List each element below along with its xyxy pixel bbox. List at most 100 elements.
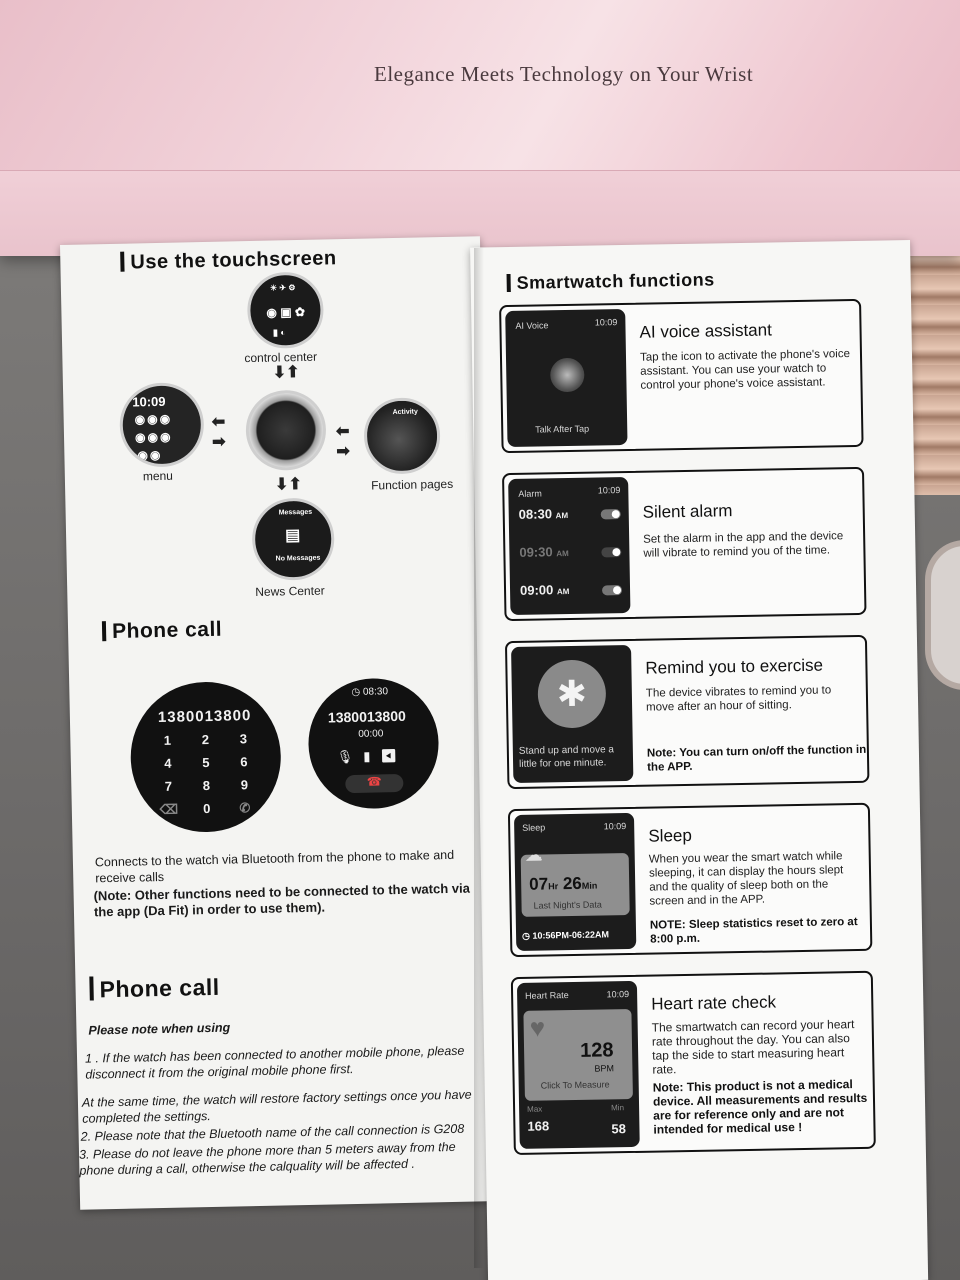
phone-call-heading-2-text: Phone call <box>99 973 220 1003</box>
heading-bar <box>120 251 125 272</box>
phone-call-heading-2: Phone call <box>89 974 220 1004</box>
main-watch-face <box>245 389 327 472</box>
heart-rate-screen-label: Heart Rate <box>525 990 569 1001</box>
sleep-note: NOTE: Sleep statistics reset to zero at … <box>649 916 858 946</box>
heart-rate-screen: Heart Rate 10:09 ♥ 128 BPM Click To Meas… <box>516 980 640 1149</box>
please-note-heading: Please note when using <box>88 1020 231 1038</box>
alarm-screen: Alarm 10:09 08:30 AM 09:30 AM 09:00 AM <box>508 476 631 616</box>
phone-call-heading-1-text: Phone call <box>111 617 223 643</box>
heart-rate-screen-time: 10:09 <box>606 989 630 1000</box>
card-exercise-reminder: ✱ Stand up and move a little for one min… <box>504 634 870 790</box>
dialer-number: 1380013800 <box>157 707 252 727</box>
alarm-2-time: 09:30 AM <box>519 544 569 560</box>
phone-note: (Note: Other functions need to be connec… <box>93 880 471 920</box>
leaflet-left-page: Use the touchscreen ☀ ✈ ⚙ ◉ ▣ ✿ ▮ ◐ cont… <box>60 236 501 1210</box>
key-0: 0 <box>203 800 211 817</box>
smartwatch-functions-heading-text: Smartwatch functions <box>516 269 715 293</box>
leaflet-right-page: Smartwatch functions AI Voice 10:09 Talk… <box>470 240 929 1280</box>
ai-voice-screen-label: AI Voice <box>515 320 549 331</box>
sleep-screen-time: 10:09 <box>603 821 627 832</box>
menu-dial: 10:09 ◉◉◉ ◉◉◉ ◉◉ <box>118 382 205 468</box>
usage-note-1: 1 . If the watch has been connected to a… <box>84 1043 465 1082</box>
call-controls-icon: 🎙▮◀ <box>336 747 408 765</box>
heart-rate-title: Heart rate check <box>651 992 777 1014</box>
heart-rate-description: The smartwatch can record your heart rat… <box>651 1017 855 1077</box>
news-center-label: News Center <box>255 583 325 599</box>
heart-rate-min-label: Min <box>611 1103 625 1113</box>
heart-icon: ♥ <box>529 1012 546 1043</box>
person-stretch-icon: ✱ <box>537 659 607 729</box>
exercise-description: The device vibrates to remind you to mov… <box>645 684 832 714</box>
card-heart-rate: Heart Rate 10:09 ♥ 128 BPM Click To Meas… <box>510 970 876 1156</box>
key-6: 6 <box>240 754 248 770</box>
function-pages-label: Function pages <box>370 476 454 493</box>
sleep-screen-label: Sleep <box>522 822 546 833</box>
function-pages-dial: Activity <box>363 397 441 475</box>
key-8: 8 <box>202 777 211 794</box>
key-4: 4 <box>164 755 172 771</box>
heading-bar <box>101 621 107 642</box>
silent-alarm-description: Set the alarm in the app and the device … <box>643 530 844 560</box>
sleep-screen: Sleep 10:09 ☁ 07Hr 26Min Last Night's Da… <box>513 812 637 951</box>
alarm-1-toggle <box>600 509 621 520</box>
dialer-watch-face: 1380013800 1 2 3 4 5 6 7 8 9 ⌫ 0 ✆ <box>129 680 283 834</box>
alarm-2-toggle <box>601 547 622 558</box>
alarm-3-toggle <box>601 585 623 596</box>
heart-rate-min: 58 <box>611 1121 627 1137</box>
heading-bar <box>89 976 94 1001</box>
heart-rate-note: Note: This product is not a medical devi… <box>652 1077 868 1137</box>
alarm-screen-label: Alarm <box>518 488 542 499</box>
alarm-3-time: 09:00 AM <box>519 582 570 598</box>
call-key-icon: ✆ <box>239 800 251 816</box>
key-9: 9 <box>240 777 249 793</box>
phone-call-heading-1: Phone call <box>101 617 223 645</box>
key-7: 7 <box>164 778 173 794</box>
heart-rate-caption: Click To Measure <box>540 1079 610 1091</box>
call-watch-face: ◷ 08:30 1380013800 00:00 🎙▮◀ ☎ <box>307 677 440 810</box>
call-duration: 00:00 <box>358 728 384 740</box>
touchscreen-heading: Use the touchscreen <box>120 247 337 275</box>
card-silent-alarm: Alarm 10:09 08:30 AM 09:30 AM 09:00 AM S… <box>502 466 867 622</box>
arrow-right-left-icon: ⬅➡ <box>335 422 350 461</box>
usage-note-4: 3. Please do not leave the phone more th… <box>78 1139 456 1178</box>
sleep-caption: Last Night's Data <box>533 899 602 911</box>
exercise-screen-caption: Stand up and move a little for one minut… <box>518 744 615 770</box>
box-tagline: Elegance Meets Technology on Your Wrist <box>374 62 754 86</box>
arrow-left-right-icon: ⬅➡ <box>211 413 226 451</box>
heading-bar <box>506 273 511 293</box>
silent-alarm-title: Silent alarm <box>642 501 733 522</box>
leaflet-fold-shadow <box>474 248 484 1268</box>
arrow-down-icon: ⬇⬆ <box>272 364 300 382</box>
messages-label: Messages <box>278 508 313 517</box>
exercise-screen: ✱ Stand up and move a little for one min… <box>511 644 634 784</box>
ai-voice-title: AI voice assistant <box>639 320 772 342</box>
dialer-keypad: 1 2 3 4 5 6 7 8 9 ⌫ 0 ✆ <box>148 731 264 818</box>
activity-label: Activity <box>392 408 418 417</box>
ai-voice-screen-time: 10:09 <box>594 317 618 328</box>
moon-cloud-icon: ☁ <box>524 844 543 865</box>
card-sleep: Sleep 10:09 ☁ 07Hr 26Min Last Night's Da… <box>507 802 873 958</box>
product-box-lid <box>0 0 960 256</box>
alarm-screen-time: 10:09 <box>597 485 621 496</box>
heart-rate-max: 168 <box>527 1118 550 1134</box>
menu-label: menu <box>142 468 174 484</box>
alarm-1-time: 08:30 AM <box>518 506 569 522</box>
sleep-duration: 07Hr 26Min <box>529 873 598 894</box>
sleep-title: Sleep <box>648 825 693 846</box>
phone-description: Connects to the watch via Bluetooth from… <box>94 847 455 886</box>
hang-up-icon: ☎ <box>345 773 404 794</box>
smartwatch-functions-heading: Smartwatch functions <box>506 269 715 294</box>
ai-voice-description: Tap the icon to activate the phone's voi… <box>639 348 851 392</box>
sleep-range: ◷ 10:56PM-06:22AM <box>521 929 610 941</box>
usage-note-2: At the same time, the watch will restore… <box>81 1087 472 1126</box>
watch-strap <box>905 245 960 495</box>
card-ai-voice: AI Voice 10:09 Talk After Tap AI voice a… <box>499 298 864 454</box>
menu-dial-time: 10:09 <box>132 393 166 410</box>
news-center-dial: Messages ▤ No Messages <box>251 497 336 582</box>
heart-rate-value: 128 <box>579 1039 614 1062</box>
call-number: 1380013800 <box>327 707 406 726</box>
ai-voice-screen-caption: Talk After Tap <box>535 423 590 435</box>
heart-rate-unit: BPM <box>594 1063 615 1074</box>
delete-key-icon: ⌫ <box>159 801 179 818</box>
no-messages-label: No Messages <box>275 554 321 563</box>
